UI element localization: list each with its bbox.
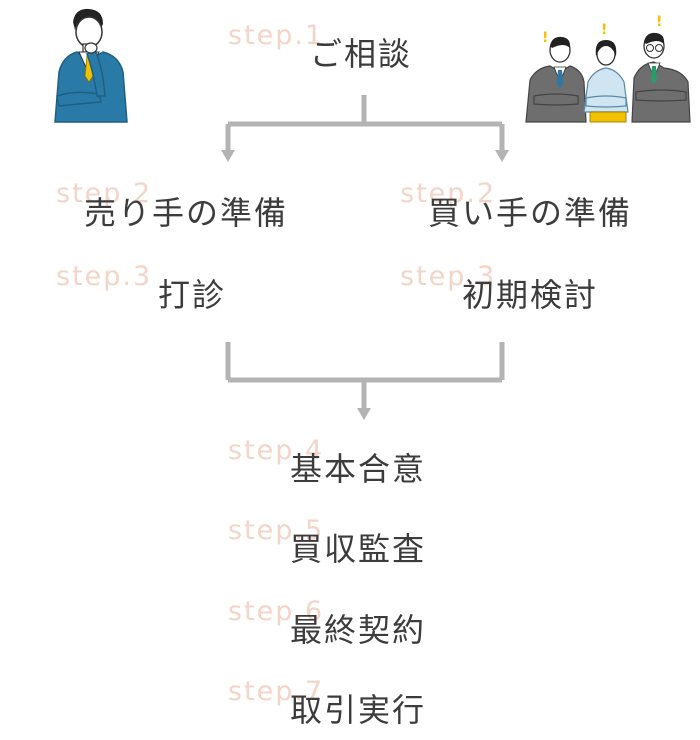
step-label-initial-review: 初期検討 [462,276,599,314]
step-label-closing: 取引実行 [290,691,427,729]
step-tag-3-seller: step.3 [56,261,153,292]
svg-text:!: ! [656,14,662,30]
thinking-businessman-icon [54,8,128,123]
three-people-with-exclamation-icon: ! ! ! [525,14,691,123]
step-label-basic-agreement: 基本合意 [290,450,427,488]
step-tag-2-seller: step.2 [56,178,153,209]
step-tag-6: step.6 [228,596,325,627]
step-tag-7: step.7 [228,676,325,707]
step-label-seller-preparation: 売り手の準備 [84,194,289,232]
step-tag-5: step.5 [228,515,325,546]
arrow-head-left [221,150,235,162]
step-tag-3-buyer: step.3 [400,261,497,292]
step-label-buyer-preparation: 買い手の準備 [428,194,633,232]
step-tag-2-buyer: step.2 [400,178,497,209]
step-tag-4: step.4 [228,435,325,466]
svg-text:!: ! [601,22,607,38]
arrow-head-right [495,150,509,162]
step-tag-1: step.1 [228,20,325,51]
svg-text:!: ! [542,30,548,46]
step-label-final-contract: 最終契約 [290,611,427,649]
arrow-head-center [357,408,371,420]
step-label-consultation: ご相談 [310,35,413,73]
step-label-due-diligence: 買収監査 [290,530,427,568]
step-label-sounding: 打診 [158,276,227,314]
